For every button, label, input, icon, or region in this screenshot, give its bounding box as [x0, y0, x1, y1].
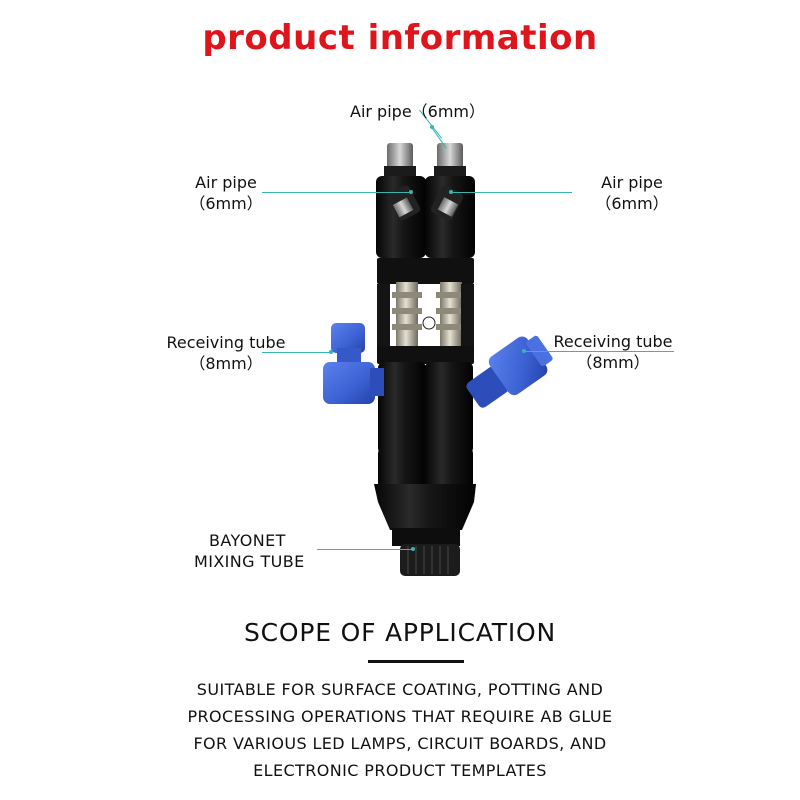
right-receiving-fitting — [466, 335, 553, 408]
callout-air-pipe-top: Air pipe（6mm） — [350, 101, 485, 122]
leader-line-air-left — [262, 192, 412, 193]
scope-divider — [368, 660, 464, 663]
leader-line-receiving-right — [524, 351, 674, 352]
mixing-head — [374, 484, 476, 530]
callout-mixing-tube: BAYONET MIXING TUBE — [194, 530, 305, 572]
left-receiving-fitting — [323, 323, 384, 404]
callout-name: Receiving tube — [553, 332, 673, 351]
scope-line: FOR VARIOUS LED LAMPS, CIRCUIT BOARDS, A… — [193, 734, 607, 753]
page-title: product information — [202, 18, 598, 58]
scope-line: SUITABLE FOR SURFACE COATING, POTTING AN… — [196, 680, 604, 699]
callout-name: Air pipe — [601, 173, 663, 192]
left-lower-cylinder — [378, 362, 426, 454]
scope-title: SCOPE OF APPLICATION — [243, 618, 557, 647]
callout-air-pipe-left: Air pipe （6mm） — [188, 172, 264, 214]
leader-dot — [430, 125, 434, 129]
callout-size: （6mm） — [189, 194, 263, 213]
lower-bracket — [377, 346, 474, 364]
leader-dot — [411, 547, 415, 551]
scope-line: ELECTRONIC PRODUCT TEMPLATES — [253, 761, 547, 780]
top-air-fittings — [384, 143, 466, 178]
upper-bracket — [377, 258, 474, 284]
leader-line-receiving-left — [262, 352, 332, 353]
callout-size: （8mm） — [576, 353, 650, 372]
leader-dot — [409, 190, 413, 194]
callout-receiving-tube-right: Receiving tube （8mm） — [543, 331, 683, 373]
callout-size: （6mm） — [411, 102, 486, 121]
callout-receiving-tube-left: Receiving tube （8mm） — [156, 332, 296, 374]
callout-name: Receiving tube — [166, 333, 286, 352]
scope-description: SUITABLE FOR SURFACE COATING, POTTING AN… — [150, 676, 650, 784]
callout-name: Air pipe — [350, 102, 412, 121]
callout-line-2: MIXING TUBE — [194, 552, 305, 571]
brass-adjusters — [392, 282, 466, 352]
callout-name: Air pipe — [195, 173, 257, 192]
callout-size: （6mm） — [595, 194, 669, 213]
leader-line-mixing-tube — [317, 549, 413, 550]
leader-line-air-right — [452, 192, 572, 193]
bayonet-nozzle — [400, 544, 460, 576]
callout-air-pipe-right: Air pipe （6mm） — [594, 172, 670, 214]
callout-line-1: BAYONET — [209, 531, 286, 550]
right-lower-cylinder — [425, 362, 473, 454]
callout-size: （8mm） — [189, 354, 263, 373]
scope-line: PROCESSING OPERATIONS THAT REQUIRE AB GL… — [187, 707, 613, 726]
leader-dot — [522, 349, 526, 353]
leader-dot — [449, 190, 453, 194]
side-air-fittings — [387, 185, 464, 221]
leader-dot — [329, 350, 333, 354]
